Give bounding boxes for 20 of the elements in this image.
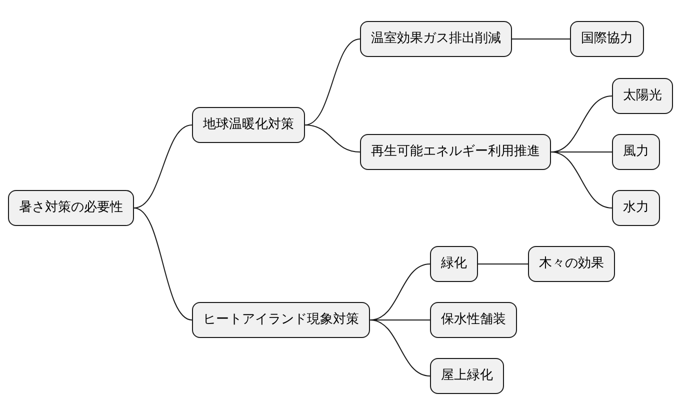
topic-box: 緑化 [430,246,478,282]
topic-box: 木々の効果 [528,246,615,282]
connector-line [134,124,192,208]
topic-box: 暑さ対策の必要性 [8,190,134,226]
connector-line [550,152,612,208]
topic-box: 太陽光 [612,78,673,114]
topic-box: 国際協力 [570,21,644,57]
topic-box: 再生可能エネルギー利用推進 [360,134,551,170]
topic-box: 屋上緑化 [430,358,504,394]
connector-line [512,38,570,40]
connector-line [304,124,360,152]
connector-line [370,320,430,376]
topic-box: 水力 [612,190,660,226]
topic-box: 温室効果ガス排出削減 [360,21,512,57]
topic-box: ヒートアイランド現象対策 [192,302,370,338]
connector-line [304,38,360,126]
topic-box: 地球温暖化対策 [192,107,305,143]
connector-line [134,208,192,320]
topic-box: 保水性舗装 [430,302,517,338]
topic-box: 風力 [612,134,660,170]
